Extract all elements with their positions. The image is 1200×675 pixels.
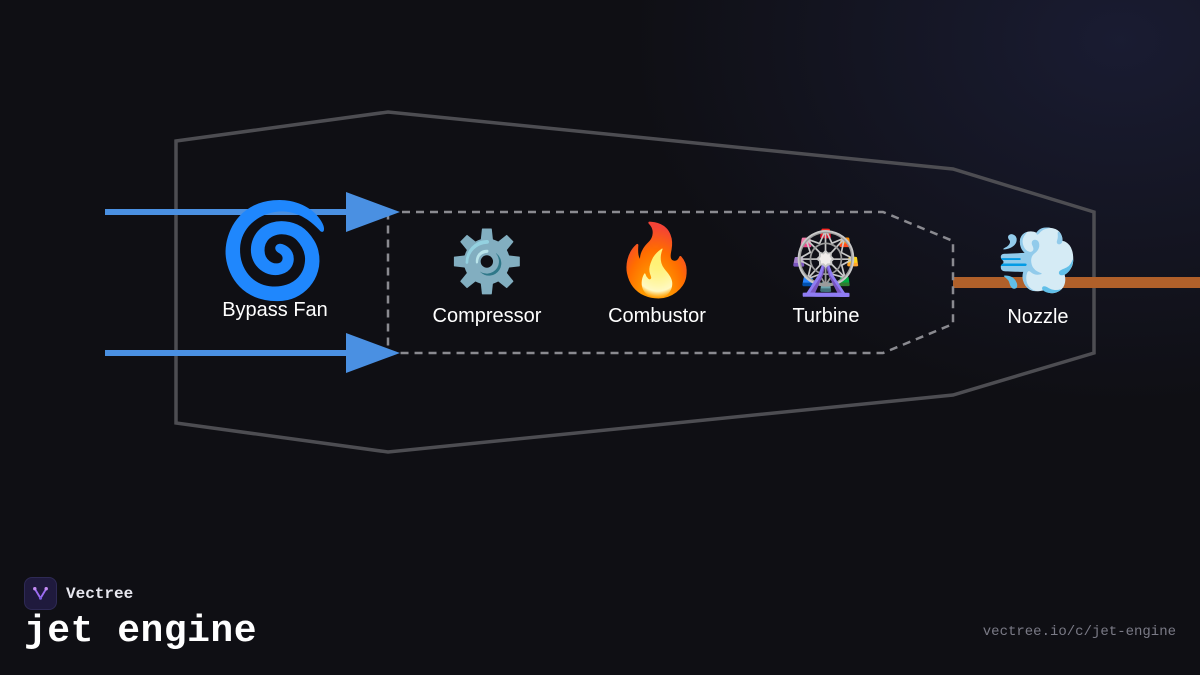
page-title: jet engine	[24, 610, 258, 653]
cyclone-icon: 🌀	[217, 197, 333, 304]
brand: Vectree	[24, 577, 133, 610]
intake-arrow-bottom	[105, 333, 400, 373]
intake-arrow-top	[105, 192, 400, 232]
component-turbine: 🎡 Turbine	[736, 232, 916, 328]
component-compressor: ⚙️ Compressor	[397, 232, 577, 328]
brand-name: Vectree	[66, 584, 134, 603]
source-url[interactable]: vectree.io/c/jet-engine	[982, 624, 1176, 640]
dash-away-icon: 💨	[996, 222, 1080, 299]
component-label: Bypass Fan	[222, 299, 328, 321]
component-label: Combustor	[608, 305, 706, 327]
vectree-logo-icon	[24, 577, 57, 610]
component-label: Compressor	[432, 305, 542, 327]
component-combustor: 🔥 Combustor	[567, 225, 747, 328]
component-label: Turbine	[792, 305, 860, 327]
fire-icon: 🔥	[613, 219, 701, 301]
gear-icon: ⚙️	[449, 227, 525, 297]
exhaust-stream	[953, 277, 1200, 288]
component-bypass-fan: 🌀 Bypass Fan	[185, 205, 365, 322]
component-label: Nozzle	[1007, 306, 1069, 328]
component-nozzle: 💨 Nozzle	[948, 228, 1128, 329]
ferris-wheel-icon: 🎡	[787, 226, 865, 299]
engine-nacelle-outline	[174, 110, 1096, 454]
